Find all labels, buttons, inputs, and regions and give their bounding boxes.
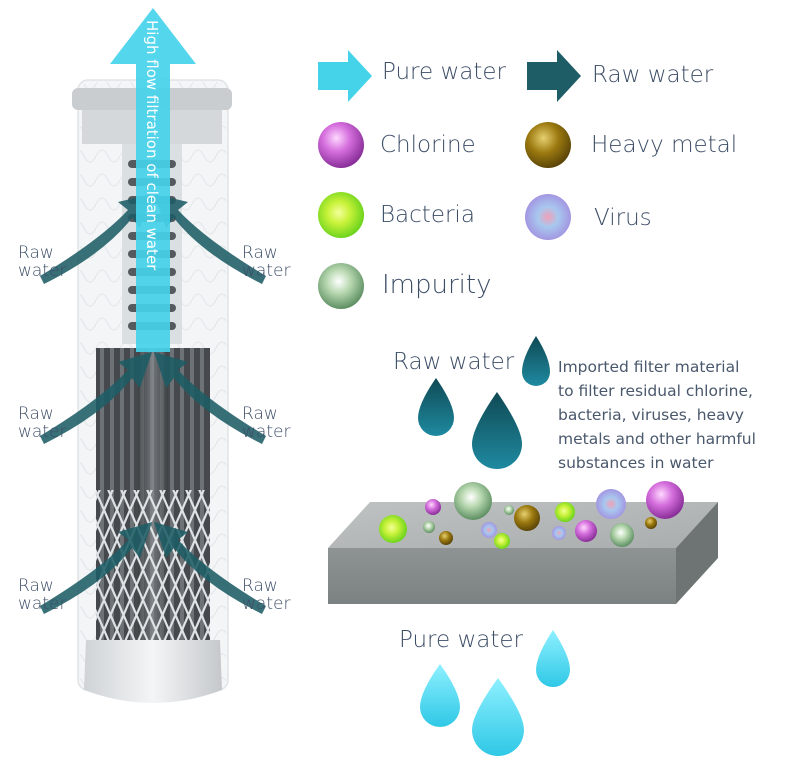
trapped-particles <box>379 481 684 549</box>
raw-water-title: Raw water <box>393 349 515 375</box>
description-line: bacteria, viruses, heavy <box>558 406 744 424</box>
raw-label-line1: Raw <box>18 576 54 596</box>
arrow-text: High flow filtration of clean water <box>143 20 161 271</box>
raw-drop-icon <box>472 392 522 469</box>
bacteria-icon <box>379 515 407 543</box>
raw-label-line1: Raw <box>18 404 54 424</box>
virus-icon <box>596 489 626 519</box>
legend-chlorine: Chlorine <box>380 132 476 158</box>
virus-icon <box>552 526 566 540</box>
heavy-metal-icon <box>439 531 453 545</box>
bottom-cap <box>84 640 222 703</box>
raw-label-line1: Raw <box>242 576 278 596</box>
raw-label-line2: water <box>18 261 67 281</box>
raw-label-line2: water <box>18 422 67 442</box>
pure-drop-icon <box>420 664 460 727</box>
raw-label-line1: Raw <box>242 243 278 263</box>
inflow-arrows <box>40 194 266 614</box>
raw-water-arrow-icon <box>527 50 581 102</box>
impurity-icon <box>423 521 435 533</box>
chlorine-icon <box>318 122 364 168</box>
bacteria-icon <box>318 192 364 238</box>
chlorine-icon <box>425 499 441 515</box>
pure-water-arrow-icon <box>318 50 372 102</box>
chlorine-icon <box>646 481 684 519</box>
heavy-metal-icon <box>645 517 657 529</box>
legend-raw-water: Raw water <box>592 62 714 88</box>
description-line: substances in water <box>558 454 714 472</box>
bacteria-icon <box>555 502 575 522</box>
impurity-icon <box>610 523 634 547</box>
virus-icon <box>525 194 571 240</box>
bacteria-icon <box>494 533 510 549</box>
raw-label-line1: Raw <box>242 404 278 424</box>
clean-water-arrow <box>110 8 196 352</box>
pure-drop-icon <box>536 630 570 687</box>
impurity-icon <box>318 263 364 309</box>
filter-description: Imported filter material to filter resid… <box>558 355 778 475</box>
legend-bacteria: Bacteria <box>380 202 475 228</box>
description-line: to filter residual chlorine, <box>558 382 753 400</box>
impurity-icon <box>454 482 492 520</box>
chlorine-icon <box>575 520 597 542</box>
description-line: Imported filter material <box>558 358 740 376</box>
raw-drop-icon <box>418 378 454 436</box>
raw-label-line2: water <box>242 261 291 281</box>
heavy-metal-icon <box>514 505 540 531</box>
legend-pure-water: Pure water <box>382 59 506 85</box>
heavy-metal-icon <box>525 122 571 168</box>
raw-drop-icon <box>522 336 550 386</box>
impurity-icon <box>504 505 514 515</box>
pure-water-title: Pure water <box>399 627 523 653</box>
legend-virus: Virus <box>594 205 652 231</box>
legend-heavy-metal: Heavy metal <box>591 132 738 158</box>
legend <box>318 50 581 309</box>
legend-impurity: Impurity <box>382 270 492 300</box>
filter-cartridge <box>40 8 266 703</box>
description-line: metals and other harmful <box>558 430 756 448</box>
raw-label-line2: water <box>242 594 291 614</box>
raw-water-drops <box>418 336 550 469</box>
virus-icon <box>481 522 497 538</box>
raw-label-line2: water <box>18 594 67 614</box>
pure-drop-icon <box>472 678 524 756</box>
raw-label-line1: Raw <box>18 243 54 263</box>
raw-label-line2: water <box>242 422 291 442</box>
pure-water-drops <box>420 630 570 756</box>
